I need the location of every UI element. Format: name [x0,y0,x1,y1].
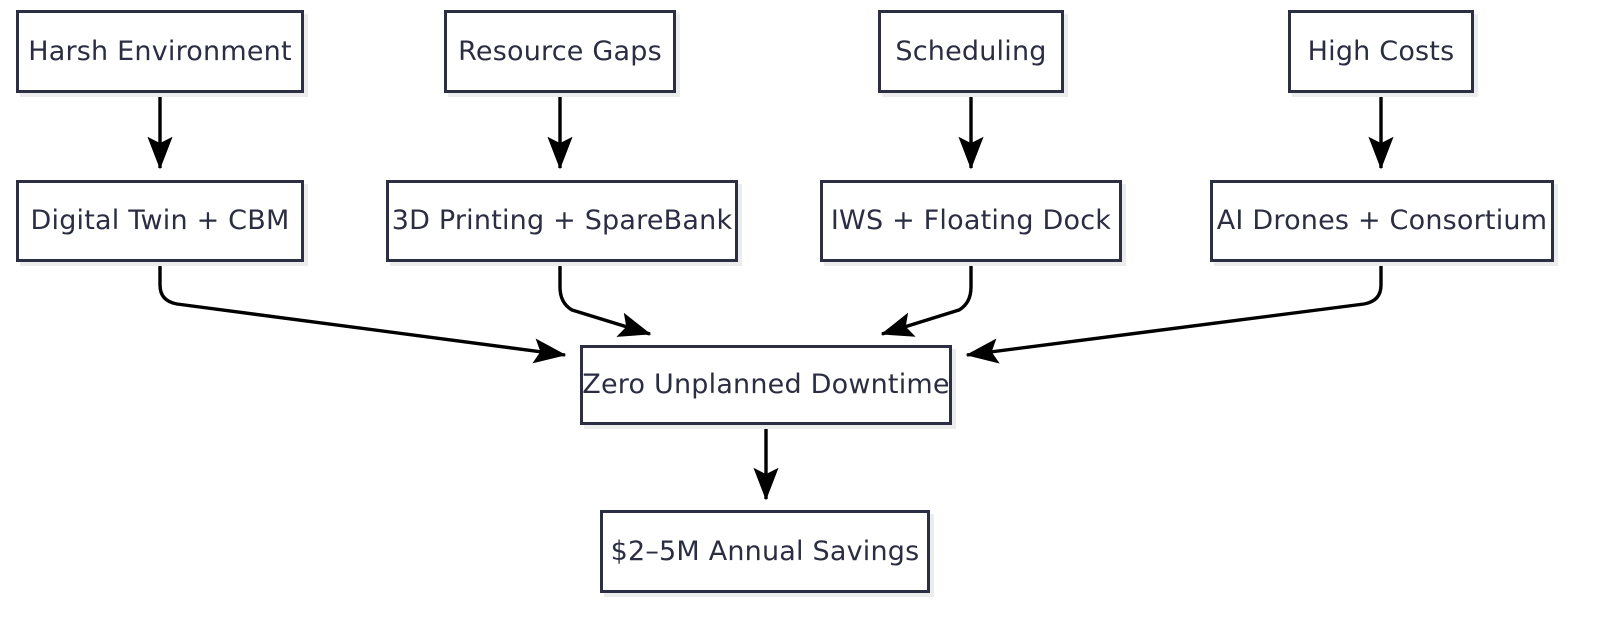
node-label: High Costs [1307,35,1455,67]
node-solution-3d-printing-sparebank[interactable]: 3D Printing + SpareBank [386,180,738,262]
node-label: 3D Printing + SpareBank [391,205,733,237]
node-challenge-scheduling[interactable]: Scheduling [878,10,1064,93]
node-label: AI Drones + Consortium [1216,205,1548,237]
node-label: Zero Unplanned Downtime [582,369,950,401]
node-challenge-harsh-environment[interactable]: Harsh Environment [16,10,304,93]
node-challenge-resource-gaps[interactable]: Resource Gaps [444,10,676,93]
node-label: Resource Gaps [458,35,662,67]
node-label: Digital Twin + CBM [30,205,290,237]
node-label: $2–5M Annual Savings [610,535,920,567]
node-label: Scheduling [895,35,1047,67]
node-label: Harsh Environment [28,35,292,67]
edge-iws-to-downtime [880,262,973,337]
node-solution-digital-twin-cbm[interactable]: Digital Twin + CBM [16,180,304,262]
edge-digital-twin-to-downtime [158,262,567,364]
node-solution-iws-floating-dock[interactable]: IWS + Floating Dock [820,180,1122,262]
node-result-annual-savings[interactable]: $2–5M Annual Savings [600,510,930,593]
edge-3d-printing-to-downtime [558,262,652,337]
node-solution-ai-drones-consortium[interactable]: AI Drones + Consortium [1210,180,1554,262]
edge-ai-drones-to-downtime [965,262,1383,364]
node-challenge-high-costs[interactable]: High Costs [1288,10,1474,93]
node-label: IWS + Floating Dock [830,205,1112,237]
node-outcome-zero-unplanned-downtime[interactable]: Zero Unplanned Downtime [580,345,952,425]
